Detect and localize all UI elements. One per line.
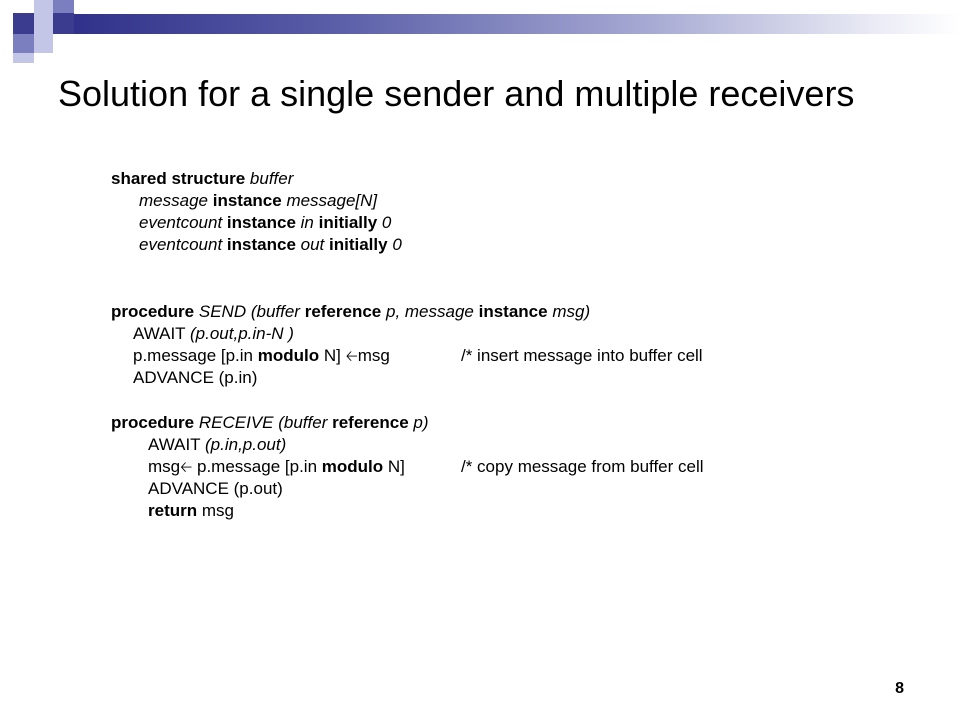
decor-square — [34, 13, 53, 34]
decor-square — [34, 34, 53, 53]
slide-title: Solution for a single sender and multipl… — [58, 73, 855, 114]
statement: N] — [387, 457, 405, 476]
signature: RECEIVE (buffer — [198, 413, 328, 432]
statement: AWAIT — [133, 324, 186, 343]
code-line-receive-assign: msg🡠 p.message [p.in modulo N] — [148, 456, 405, 478]
code-line-receive-advance: ADVANCE (p.out) — [148, 479, 283, 498]
statement: msg — [148, 457, 181, 476]
keyword: procedure — [111, 413, 195, 432]
identifier: in — [300, 213, 314, 232]
keyword: return — [148, 501, 198, 520]
keyword: modulo — [257, 346, 320, 365]
code-line-receive-return: return msg — [148, 500, 234, 522]
keyword: reference — [332, 413, 409, 432]
keyword: initially — [329, 235, 388, 254]
value: 0 — [392, 235, 402, 254]
type-name: eventcount — [139, 213, 223, 232]
code-line-field: eventcount instance in initially 0 — [139, 212, 391, 234]
decor-square — [13, 13, 34, 34]
keyword: modulo — [321, 457, 384, 476]
value: 0 — [381, 213, 392, 232]
statement: msg — [201, 501, 234, 520]
keyword: initially — [318, 213, 378, 232]
code-line-structure: shared structure buffer — [111, 168, 293, 190]
type-name: eventcount — [139, 235, 223, 254]
code-line-send-header: procedure SEND (buffer reference p, mess… — [111, 301, 590, 323]
type-name: message — [139, 191, 208, 210]
code-line-receive-header: procedure RECEIVE (buffer reference p) — [111, 412, 429, 434]
code-line-send-advance: ADVANCE (p.in) — [133, 368, 258, 387]
arguments: (p.out,p.in-N ) — [190, 324, 294, 343]
decor-square — [34, 0, 53, 13]
code-line-receive-await: AWAIT (p.in,p.out) — [148, 434, 286, 456]
header-decoration — [0, 0, 960, 70]
code-line-send-await: AWAIT (p.out,p.in-N ) — [133, 323, 294, 345]
decor-square — [53, 0, 74, 13]
identifier: buffer — [249, 169, 294, 188]
keyword: shared structure — [111, 169, 246, 188]
identifier: out — [300, 235, 325, 254]
keyword: instance — [226, 213, 296, 232]
signature: p, message — [386, 302, 474, 321]
statement: AWAIT — [148, 435, 201, 454]
identifier: message[N] — [286, 191, 378, 210]
code-comment: /* insert message into buffer cell — [461, 346, 703, 365]
code-line-field: eventcount instance out initially 0 — [139, 234, 402, 256]
keyword: instance — [478, 302, 548, 321]
keyword: reference — [304, 302, 382, 321]
statement: p.message [p.in — [133, 346, 254, 365]
decor-square — [13, 53, 34, 63]
code-comment: /* copy message from buffer cell — [461, 457, 704, 476]
left-arrow-icon: 🡠 — [180, 458, 193, 476]
decor-square — [13, 34, 34, 53]
signature: p) — [413, 413, 429, 432]
decor-square — [53, 13, 74, 34]
code-line-field: message instance message[N] — [139, 190, 377, 212]
keyword: instance — [212, 191, 282, 210]
left-arrow-icon: 🡠 — [345, 347, 358, 365]
statement: p.message [p.in — [192, 457, 318, 476]
statement: N] — [323, 346, 341, 365]
statement: msg — [357, 346, 390, 365]
code-line-send-assign: p.message [p.in modulo N] 🡠msg — [133, 345, 390, 367]
keyword: instance — [226, 235, 296, 254]
signature: msg) — [552, 302, 591, 321]
header-gradient-bar — [74, 14, 960, 34]
signature: SEND (buffer — [198, 302, 300, 321]
page-number: 8 — [895, 680, 904, 697]
keyword: procedure — [111, 302, 195, 321]
arguments: (p.in,p.out) — [205, 435, 287, 454]
